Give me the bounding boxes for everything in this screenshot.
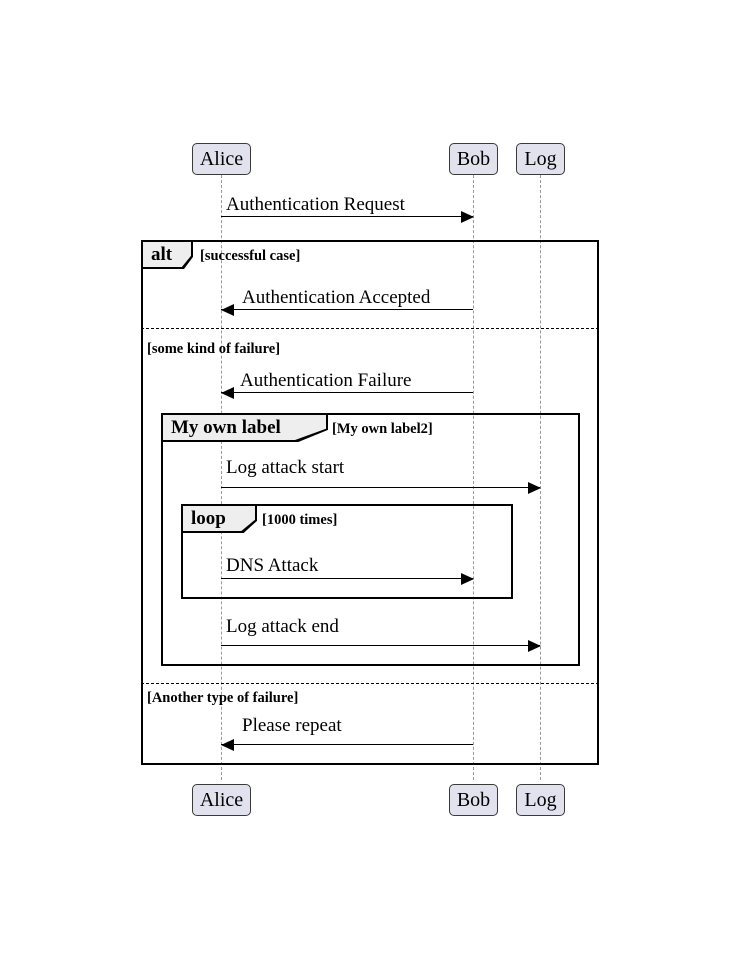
fragment-operator-label: My own label	[171, 416, 281, 438]
fragment-alt-separator-2	[141, 683, 599, 684]
participant-label: Alice	[199, 789, 244, 811]
participant-log-bottom[interactable]: Log	[516, 784, 565, 816]
participant-bob-top[interactable]: Bob	[449, 143, 498, 175]
participant-label: Log	[524, 789, 557, 811]
participant-label: Log	[524, 148, 557, 170]
participant-label: Bob	[456, 789, 491, 811]
lifeline-log	[540, 175, 541, 780]
message-arrowhead-authentication-accepted	[221, 304, 234, 316]
message-label-log-attack-end: Log attack end	[226, 616, 339, 637]
participant-log-top[interactable]: Log	[516, 143, 565, 175]
fragment-my-own-label	[161, 413, 580, 666]
message-line-authentication-failure	[221, 392, 473, 393]
participant-alice-top[interactable]: Alice	[192, 143, 251, 175]
fragment-alt-separator-1	[141, 328, 599, 329]
fragment-my-own-label-tag[interactable]: My own label	[163, 415, 326, 440]
message-line-authentication-request	[221, 216, 473, 217]
message-line-please-repeat	[221, 744, 473, 745]
message-label-authentication-accepted: Authentication Accepted	[242, 287, 431, 308]
fragment-operator-label: alt	[151, 243, 173, 265]
lifeline-alice	[221, 175, 222, 780]
participant-alice-bottom[interactable]: Alice	[192, 784, 251, 816]
fragment-alt-guard-3: [Another type of failure]	[147, 690, 299, 706]
message-label-authentication-failure: Authentication Failure	[240, 370, 412, 391]
fragment-loop	[181, 504, 513, 599]
lifeline-bob	[473, 175, 474, 780]
message-arrowhead-dns-attack	[461, 573, 474, 585]
message-line-log-attack-end	[221, 645, 540, 646]
message-arrowhead-log-attack-start	[528, 482, 541, 494]
participant-bob-bottom[interactable]: Bob	[449, 784, 498, 816]
fragment-operator-label: loop	[191, 507, 226, 529]
message-arrowhead-authentication-failure	[221, 387, 234, 399]
fragment-alt-tag[interactable]: alt	[143, 242, 191, 267]
fragment-alt	[141, 240, 599, 765]
message-arrowhead-authentication-request	[461, 211, 474, 223]
fragment-loop-tag[interactable]: loop	[183, 506, 255, 531]
message-line-authentication-accepted	[221, 309, 473, 310]
participant-label: Alice	[199, 148, 244, 170]
fragment-my-own-label-guard-1: [My own label2]	[332, 421, 433, 437]
message-label-log-attack-start: Log attack start	[226, 457, 345, 478]
message-label-dns-attack: DNS Attack	[226, 555, 319, 576]
fragment-loop-guard-1: [1000 times]	[262, 512, 338, 528]
message-label-please-repeat: Please repeat	[242, 715, 342, 736]
message-arrowhead-log-attack-end	[528, 640, 541, 652]
message-line-dns-attack	[221, 578, 473, 579]
participant-label: Bob	[456, 148, 491, 170]
fragment-alt-guard-2: [some kind of failure]	[147, 341, 281, 357]
message-line-log-attack-start	[221, 487, 540, 488]
message-label-authentication-request: Authentication Request	[226, 194, 405, 215]
message-arrowhead-please-repeat	[221, 739, 234, 751]
fragment-alt-guard-1: [successful case]	[200, 248, 301, 264]
